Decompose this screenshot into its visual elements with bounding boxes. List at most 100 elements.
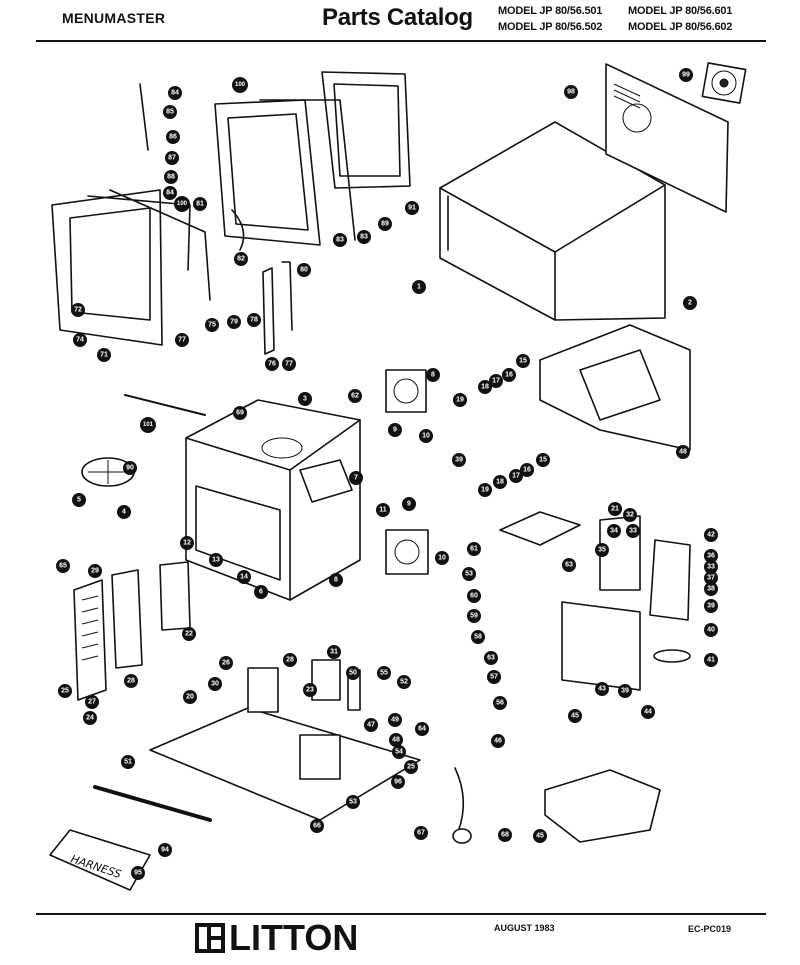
callout-44: 44 <box>641 705 655 719</box>
callout-number: 31 <box>330 649 338 656</box>
callout-number: 19 <box>481 487 489 494</box>
callout-number: 6 <box>259 589 263 596</box>
callout-number: 74 <box>76 337 84 344</box>
callout-19: 19 <box>453 393 467 407</box>
callout-21: 21 <box>608 502 622 516</box>
callout-number: 100 <box>235 82 246 88</box>
callout-62: 62 <box>348 389 362 403</box>
callout-41: 41 <box>704 653 718 667</box>
callout-28: 28 <box>124 674 138 688</box>
callout-number: 53 <box>465 571 473 578</box>
callout-38: 38 <box>704 582 718 596</box>
callout-63: 63 <box>484 651 498 665</box>
callout-number: 2 <box>688 300 692 307</box>
interlock-bracket <box>139 83 293 355</box>
callout-number: 12 <box>183 540 191 547</box>
callout-number: 47 <box>367 722 375 729</box>
callout-number: 30 <box>211 681 219 688</box>
callout-11: 11 <box>376 503 390 517</box>
page-title: Parts Catalog <box>322 4 473 31</box>
callout-number: 48 <box>679 449 687 456</box>
callout-17: 17 <box>489 374 503 388</box>
callout-5: 5 <box>72 493 86 507</box>
callout-number: 76 <box>268 361 276 368</box>
callout-number: 63 <box>565 562 573 569</box>
callout-number: 46 <box>494 738 502 745</box>
callout-96: 96 <box>391 775 405 789</box>
oven-cavity <box>185 399 361 601</box>
model-number-2: MODEL JP 80/56.601 <box>628 5 733 17</box>
callout-number: 35 <box>598 547 606 554</box>
callout-61: 61 <box>467 542 481 556</box>
callout-40: 40 <box>704 623 718 637</box>
door-assembly <box>51 71 411 346</box>
callout-84: 84 <box>168 86 182 100</box>
callout-number: 9 <box>393 427 397 434</box>
mounting-plate <box>499 511 581 546</box>
callout-number: 10 <box>438 555 446 562</box>
callout-number: 53 <box>349 799 357 806</box>
callout-72: 72 <box>71 303 85 317</box>
callout-9: 9 <box>388 423 402 437</box>
callout-number: 57 <box>490 674 498 681</box>
callout-7: 7 <box>349 471 363 485</box>
callout-79: 79 <box>227 315 241 329</box>
callout-number: 77 <box>178 337 186 344</box>
callout-10: 10 <box>435 551 449 565</box>
callout-number: 61 <box>470 546 478 553</box>
callout-number: 91 <box>408 205 416 212</box>
callout-74: 74 <box>73 333 87 347</box>
litton-logo-mark-icon <box>195 923 225 953</box>
callout-number: 79 <box>230 319 238 326</box>
callout-39: 39 <box>618 684 632 698</box>
callout-number: 45 <box>536 833 544 840</box>
callout-27: 27 <box>85 695 99 709</box>
callout-83: 83 <box>333 233 347 247</box>
callout-82: 82 <box>234 252 248 266</box>
callout-number: 72 <box>74 307 82 314</box>
callout-number: 11 <box>379 507 387 514</box>
callout-81: 81 <box>193 197 207 211</box>
callout-number: 37 <box>707 575 715 582</box>
callout-number: 77 <box>285 361 293 368</box>
callout-90: 90 <box>123 461 137 475</box>
callout-number: 25 <box>407 764 415 771</box>
callout-45: 45 <box>533 829 547 843</box>
magnetron-lower <box>385 529 429 575</box>
hv-transformer-group <box>561 515 691 691</box>
callout-number: 45 <box>571 713 579 720</box>
callout-100: 100 <box>232 77 248 93</box>
callout-number: 20 <box>186 694 194 701</box>
callout-25: 25 <box>404 760 418 774</box>
callout-84: 84 <box>163 186 177 200</box>
callout-number: 95 <box>134 870 142 877</box>
callout-number: 88 <box>167 174 175 181</box>
callout-29: 29 <box>88 564 102 578</box>
callout-number: 80 <box>300 267 308 274</box>
callout-60: 60 <box>467 589 481 603</box>
callout-34: 34 <box>607 524 621 538</box>
callout-number: 1 <box>417 284 421 291</box>
callout-number: 84 <box>166 190 174 197</box>
callout-number: 96 <box>394 779 402 786</box>
callout-30: 30 <box>208 677 222 691</box>
callout-8: 8 <box>426 368 440 382</box>
callout-number: 51 <box>124 759 132 766</box>
litton-logo: LITTON <box>195 920 358 956</box>
callout-9: 9 <box>402 497 416 511</box>
callout-80: 80 <box>297 263 311 277</box>
callout-number: 62 <box>351 393 359 400</box>
callout-number: 4 <box>122 509 126 516</box>
callout-67: 67 <box>414 826 428 840</box>
callout-number: 101 <box>143 422 154 428</box>
callout-number: 68 <box>501 832 509 839</box>
callout-18: 18 <box>478 380 492 394</box>
callout-45: 45 <box>568 709 582 723</box>
callout-51: 51 <box>121 755 135 769</box>
callout-10: 10 <box>419 429 433 443</box>
callout-66: 66 <box>310 819 324 833</box>
cooling-fan <box>701 62 747 104</box>
wire-cover <box>544 769 661 843</box>
callout-number: 81 <box>196 201 204 208</box>
